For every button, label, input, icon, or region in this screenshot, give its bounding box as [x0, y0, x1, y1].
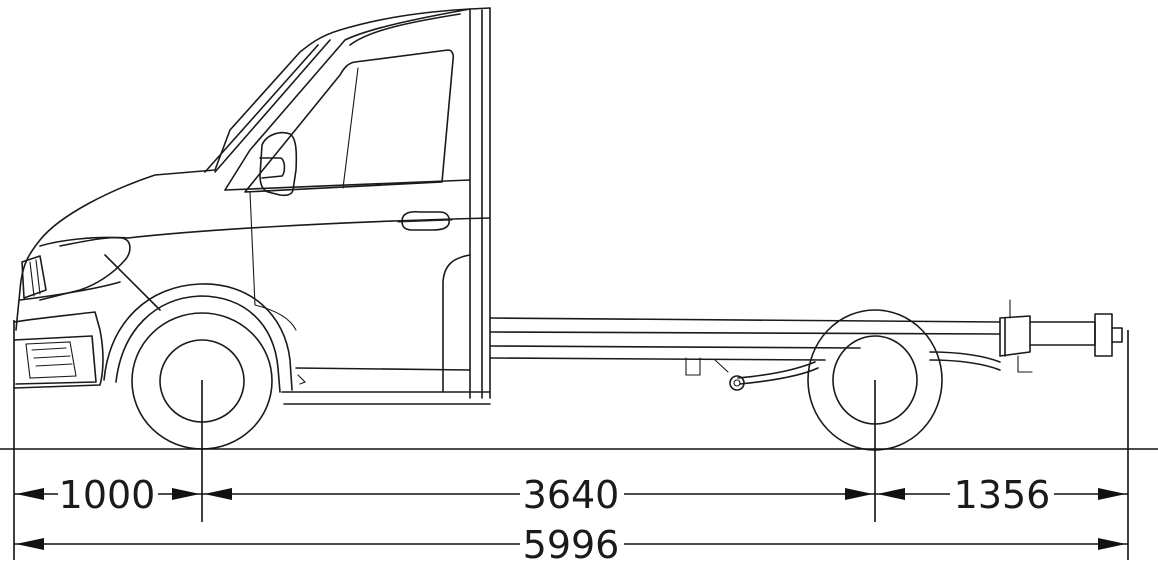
chassis-frame: [489, 299, 1123, 391]
overall-length-label: 5996: [523, 523, 620, 567]
front-overhang-label: 1000: [59, 473, 156, 517]
chassis-cab-outline: [13, 7, 491, 405]
dimension-lines: [0, 320, 1158, 562]
rear-overhang-label: 1356: [954, 473, 1051, 517]
wheelbase-label: 3640: [523, 473, 620, 517]
